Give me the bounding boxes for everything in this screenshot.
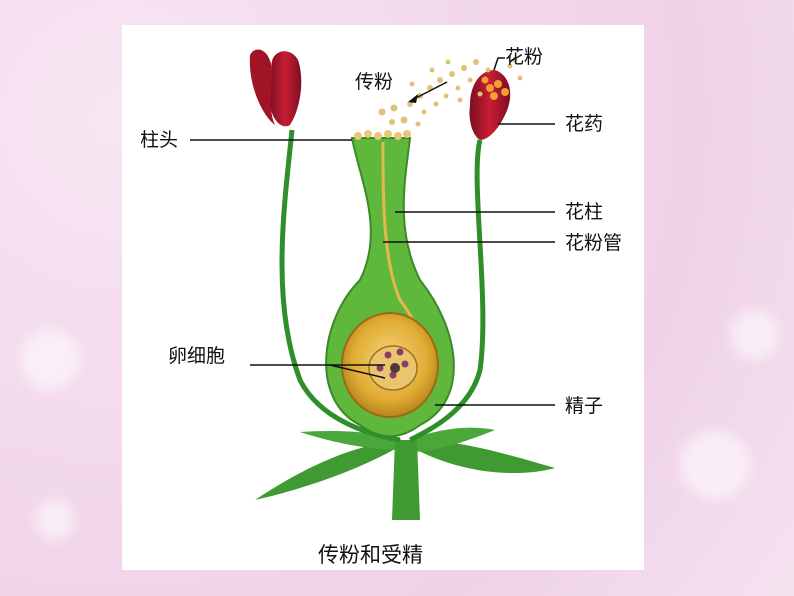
background-bokeh [730,310,780,360]
label-pollen-tube: 花粉管 [565,232,622,254]
diagram-caption: 传粉和受精 [318,543,423,567]
label-pollen: 花粉 [505,46,543,68]
sepals [255,427,555,500]
background-bokeh [680,430,750,500]
pollen-on-stigma [354,130,411,140]
background-bokeh [35,500,75,540]
label-sperm: 精子 [565,395,603,417]
left-filament [279,129,401,443]
label-anther: 花药 [565,113,603,135]
background-bokeh [20,330,80,390]
right-anther [469,70,511,140]
label-stigma: 柱头 [140,129,178,151]
leader-lines [190,57,555,406]
pollination-arrow [408,81,448,103]
label-pollination: 传粉 [355,71,393,93]
flower-stem [392,440,420,520]
ovule [341,312,439,418]
right-filament [408,139,486,443]
label-egg-cell: 卵细胞 [168,345,225,367]
label-style: 花柱 [565,201,603,223]
left-anther [249,49,302,127]
